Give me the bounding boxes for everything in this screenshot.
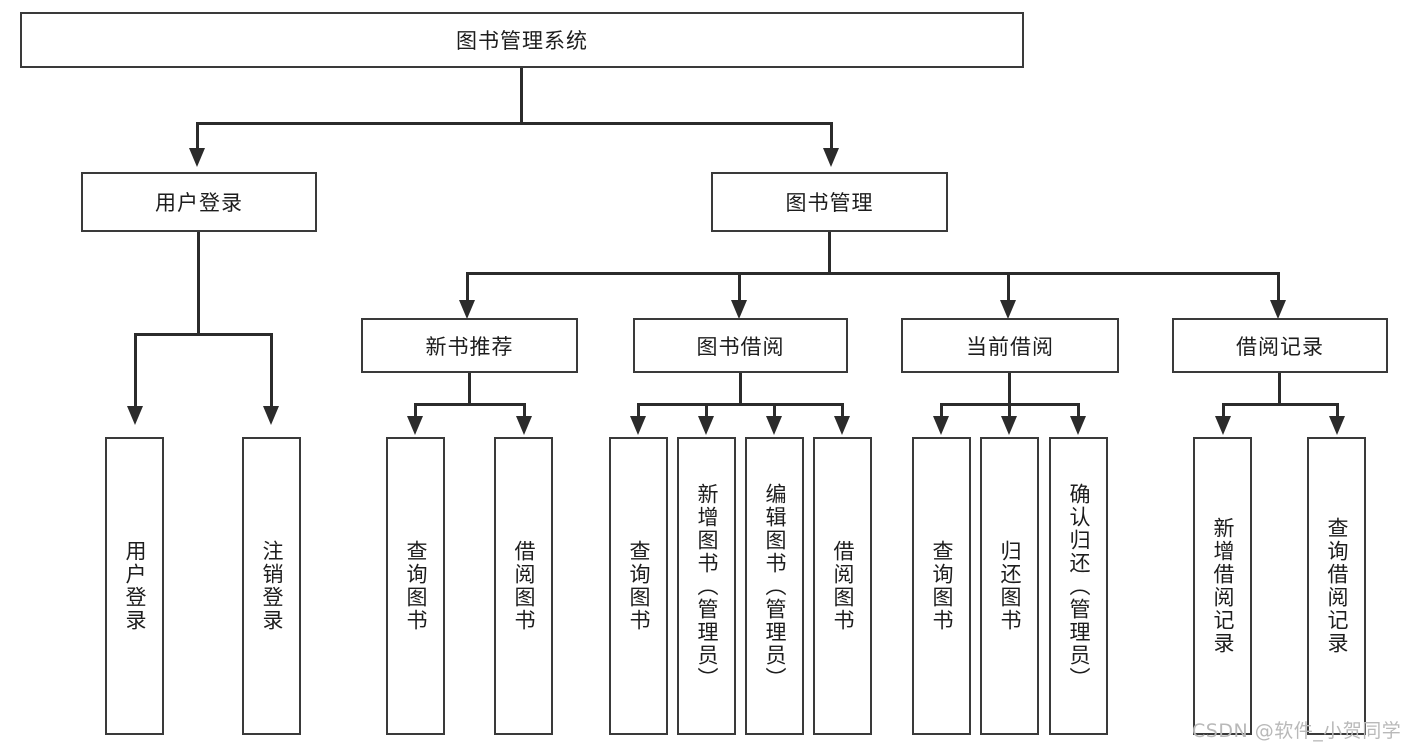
arrowhead-bb-3	[766, 416, 782, 435]
connector-user-login-bus	[134, 333, 273, 336]
node-book-borrow-label: 图书借阅	[696, 334, 785, 359]
arrowhead-cb-1	[933, 416, 949, 435]
arrowhead-nbr-1	[407, 416, 423, 435]
node-new-book-recommend[interactable]: 新书推荐	[361, 318, 578, 373]
arrowhead-cb-2	[1001, 416, 1017, 435]
connector-bb-bus	[637, 403, 844, 406]
node-borrow-record-label: 借阅记录	[1236, 334, 1324, 359]
connector-bb-stem	[739, 373, 742, 405]
leaf-borrow-book-1[interactable]: 借阅图书	[494, 437, 553, 735]
connector-cb-drop-2	[1008, 403, 1011, 419]
connector-bm-drop-4	[1277, 272, 1280, 302]
node-root-label: 图书管理系统	[456, 29, 588, 53]
arrowhead-bm-2	[731, 300, 747, 319]
leaf-edit-book-label: 编辑图书（管理员）	[763, 482, 787, 690]
connector-book-management-bus	[466, 272, 1280, 275]
leaf-add-book-label: 新增图书（管理员）	[695, 482, 719, 690]
arrowhead-bm-1	[459, 300, 475, 319]
leaf-add-book[interactable]: 新增图书（管理员）	[677, 437, 736, 735]
leaf-add-record[interactable]: 新增借阅记录	[1193, 437, 1252, 735]
leaf-query-book-1[interactable]: 查询图书	[386, 437, 445, 735]
watermark-text: CSDN @软件_小贺同学	[1192, 720, 1402, 742]
node-book-management[interactable]: 图书管理	[711, 172, 948, 232]
connector-nbr-drop-2	[523, 403, 526, 419]
arrowhead-root-to-user-login	[189, 148, 205, 167]
node-user-login[interactable]: 用户登录	[81, 172, 317, 232]
leaf-query-book-1-label: 查询图书	[404, 540, 428, 632]
leaf-query-book-2-label: 查询图书	[627, 540, 651, 632]
connector-bb-drop-3	[773, 403, 776, 419]
connector-br-stem	[1278, 373, 1281, 405]
leaf-borrow-book-2-label: 借阅图书	[831, 540, 855, 632]
leaf-borrow-book-2[interactable]: 借阅图书	[813, 437, 872, 735]
connector-root-stem	[520, 68, 523, 124]
leaf-logout-label: 注销登录	[260, 540, 284, 632]
leaf-user-login-label: 用户登录	[123, 540, 147, 632]
connector-cb-drop-1	[940, 403, 943, 419]
leaf-borrow-book-1-label: 借阅图书	[512, 540, 536, 632]
arrowhead-br-2	[1329, 416, 1345, 435]
arrowhead-bb-2	[698, 416, 714, 435]
arrowhead-bm-4	[1270, 300, 1286, 319]
connector-user-login-drop-2	[270, 333, 273, 408]
connector-nbr-drop-1	[414, 403, 417, 419]
connector-br-drop-2	[1336, 403, 1339, 419]
node-borrow-record[interactable]: 借阅记录	[1172, 318, 1388, 373]
node-new-book-recommend-label: 新书推荐	[425, 334, 514, 359]
arrowhead-user-login-1	[127, 406, 143, 425]
node-book-borrow[interactable]: 图书借阅	[633, 318, 848, 373]
connector-nbr-bus	[414, 403, 526, 406]
connector-bm-drop-2	[738, 272, 741, 302]
connector-user-login-stem	[197, 232, 200, 335]
arrowhead-nbr-2	[516, 416, 532, 435]
connector-user-login-drop-1	[134, 333, 137, 408]
arrowhead-root-to-book-management	[823, 148, 839, 167]
leaf-logout[interactable]: 注销登录	[242, 437, 301, 735]
leaf-confirm-return[interactable]: 确认归还（管理员）	[1049, 437, 1108, 735]
leaf-add-record-label: 新增借阅记录	[1211, 517, 1235, 655]
connector-root-bus	[196, 122, 833, 125]
node-user-login-label: 用户登录	[155, 191, 243, 215]
connector-bm-drop-1	[466, 272, 469, 302]
arrowhead-bb-4	[834, 416, 850, 435]
leaf-query-book-2[interactable]: 查询图书	[609, 437, 668, 735]
leaf-edit-book[interactable]: 编辑图书（管理员）	[745, 437, 804, 735]
connector-br-bus	[1222, 403, 1339, 406]
connector-br-drop-1	[1222, 403, 1225, 419]
leaf-query-record-label: 查询借阅记录	[1325, 517, 1349, 655]
arrowhead-bm-3	[1000, 300, 1016, 319]
connector-bm-drop-3	[1007, 272, 1010, 302]
connector-book-management-stem	[828, 232, 831, 274]
connector-bb-drop-1	[637, 403, 640, 419]
leaf-query-book-3-label: 查询图书	[930, 540, 954, 632]
leaf-return-book[interactable]: 归还图书	[980, 437, 1039, 735]
leaf-query-record[interactable]: 查询借阅记录	[1307, 437, 1366, 735]
leaf-return-book-label: 归还图书	[998, 540, 1022, 632]
arrowhead-user-login-2	[263, 406, 279, 425]
arrowhead-bb-1	[630, 416, 646, 435]
connector-root-to-book-management	[830, 122, 833, 150]
connector-bb-drop-4	[841, 403, 844, 419]
node-root[interactable]: 图书管理系统	[20, 12, 1024, 68]
connector-cb-drop-3	[1077, 403, 1080, 419]
connector-nbr-stem	[468, 373, 471, 405]
connector-root-to-user-login	[196, 122, 199, 150]
node-current-borrow-label: 当前借阅	[966, 334, 1054, 359]
connector-cb-stem	[1008, 373, 1011, 405]
node-book-management-label: 图书管理	[785, 191, 874, 215]
arrowhead-cb-3	[1070, 416, 1086, 435]
arrowhead-br-1	[1215, 416, 1231, 435]
node-current-borrow[interactable]: 当前借阅	[901, 318, 1119, 373]
leaf-user-login[interactable]: 用户登录	[105, 437, 164, 735]
leaf-query-book-3[interactable]: 查询图书	[912, 437, 971, 735]
leaf-confirm-return-label: 确认归还（管理员）	[1067, 482, 1091, 690]
connector-bb-drop-2	[705, 403, 708, 419]
